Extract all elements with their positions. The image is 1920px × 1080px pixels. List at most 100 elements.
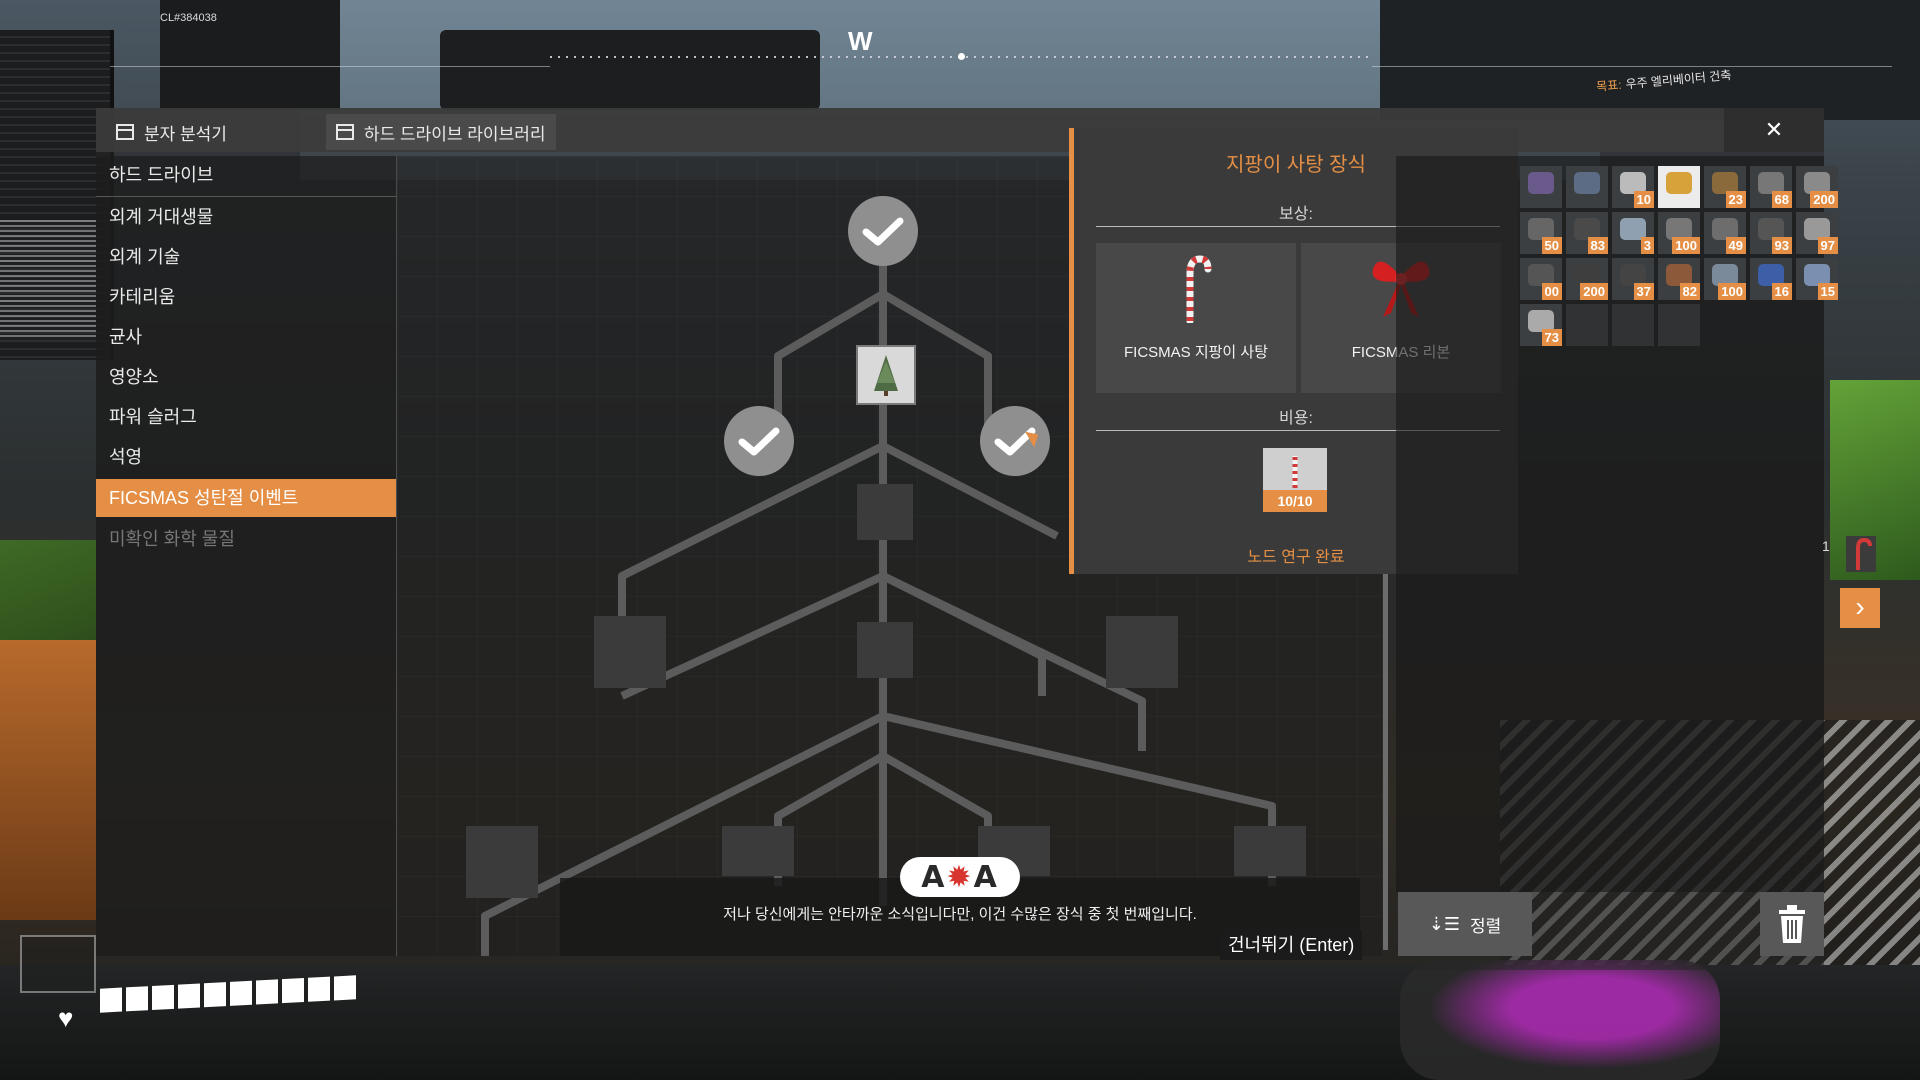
inventory-slot[interactable]: 82: [1658, 258, 1700, 300]
inventory-slot[interactable]: 73: [1520, 304, 1562, 346]
candy-cane-slot[interactable]: [1846, 536, 1876, 572]
tab-label: 분자 분석기: [144, 124, 227, 144]
sidebar-item-alien-technology[interactable]: 외계 기술: [109, 247, 181, 267]
inventory-slot[interactable]: 100: [1704, 258, 1746, 300]
divider: [396, 156, 397, 956]
sort-button[interactable]: ⇣☰ 정렬: [1398, 892, 1532, 956]
item-count: 100: [1672, 237, 1700, 254]
skip-button[interactable]: 건너뛰기 (Enter): [1220, 930, 1363, 960]
divider: [1096, 226, 1500, 227]
inventory-slot-empty[interactable]: [1612, 304, 1654, 346]
inventory-slot[interactable]: 200: [1566, 258, 1608, 300]
inventory-slot[interactable]: 50: [1520, 212, 1562, 254]
sidebar-item-power-slugs[interactable]: 파워 슬러그: [109, 407, 197, 427]
sidebar-item-nutrients[interactable]: 영양소: [109, 367, 159, 387]
page-indicator: 1: [1822, 538, 1830, 554]
tree-node-locked[interactable]: [594, 616, 666, 688]
checkmark-icon: [738, 427, 780, 456]
inventory-slot[interactable]: [1566, 166, 1608, 208]
item-count: 00: [1541, 283, 1562, 300]
bg-machine: [0, 640, 96, 920]
cost-label: 비용:: [1279, 410, 1313, 427]
tree-node-locked[interactable]: [1234, 826, 1306, 876]
inventory-slot[interactable]: 200: [1796, 166, 1838, 208]
reward-card: FICSMAS 지팡이 사탕: [1096, 243, 1296, 393]
inventory-slot[interactable]: 68: [1750, 166, 1792, 208]
sidebar-item-quartz[interactable]: 석영: [109, 447, 143, 467]
checkmark-icon: [994, 427, 1036, 456]
tree-connectors: [481, 206, 1276, 956]
inventory-slot[interactable]: 97: [1796, 212, 1838, 254]
hud-line: [1372, 66, 1892, 67]
item-icon: [1758, 218, 1784, 240]
inventory-slot[interactable]: 93: [1750, 212, 1792, 254]
tree-node-locked[interactable]: [857, 484, 913, 540]
item-icon: [1804, 218, 1830, 240]
item-count: 16: [1771, 283, 1792, 300]
cost-count: 10/10: [1263, 490, 1327, 512]
ada-logo: A✹A: [900, 857, 1020, 897]
sidebar-header: 하드 드라이브: [109, 165, 214, 185]
item-count: 200: [1580, 283, 1608, 300]
inventory-slot[interactable]: 49: [1704, 212, 1746, 254]
item-count: 68: [1771, 191, 1792, 208]
inventory-slot[interactable]: 16: [1750, 258, 1792, 300]
item-icon: [1666, 218, 1692, 240]
sidebar-item-mycelia[interactable]: 균사: [109, 327, 143, 347]
trash-button[interactable]: [1760, 892, 1824, 956]
divider: [96, 196, 396, 197]
tab-hard-drive-library[interactable]: 하드 드라이브 라이브러리: [326, 114, 556, 150]
item-count: 50: [1541, 237, 1562, 254]
candy-cane-icon: [1856, 537, 1872, 570]
inventory-slot[interactable]: [1658, 166, 1700, 208]
cost-item: 10/10: [1263, 448, 1327, 512]
inventory-slot[interactable]: 10: [1612, 166, 1654, 208]
inventory-slot-empty[interactable]: [1658, 304, 1700, 346]
inventory-slot[interactable]: 00: [1520, 258, 1562, 300]
health-segment: [308, 976, 330, 1002]
item-icon: [1528, 310, 1554, 332]
inventory-slot[interactable]: [1520, 166, 1562, 208]
research-status: 노드 연구 완료: [1247, 549, 1345, 566]
close-button[interactable]: ✕: [1724, 108, 1824, 152]
sort-icon: ⇣☰: [1428, 913, 1460, 934]
inventory-slot[interactable]: 15: [1796, 258, 1838, 300]
tree-node-right[interactable]: [980, 406, 1050, 476]
tab-label: 하드 드라이브 라이브러리: [364, 124, 546, 144]
node-title: 지팡이 사탕 장식: [1226, 154, 1366, 176]
tree-node-root[interactable]: [848, 196, 918, 266]
inventory-slot-empty[interactable]: [1566, 304, 1608, 346]
item-icon: [1574, 218, 1600, 240]
tree-node-left[interactable]: [724, 406, 794, 476]
inventory-slot[interactable]: 23: [1704, 166, 1746, 208]
inventory-slot[interactable]: 3: [1612, 212, 1654, 254]
item-icon: [1528, 172, 1554, 194]
item-count: 23: [1725, 191, 1746, 208]
sidebar-item-caterium[interactable]: 카테리움: [109, 287, 176, 307]
tree-node-locked[interactable]: [466, 826, 538, 898]
health-segment: [152, 984, 174, 1010]
inventory-slot[interactable]: 100: [1658, 212, 1700, 254]
tab-molecular-analyzer[interactable]: 분자 분석기: [106, 114, 237, 150]
item-icon: [1712, 264, 1738, 286]
next-page-button[interactable]: ›: [1840, 588, 1880, 628]
tree-node-christmas-tree[interactable]: [856, 345, 916, 405]
health-segment: [204, 982, 226, 1008]
candy-cane-item-icon: [1292, 456, 1298, 488]
compass-marker: [958, 53, 965, 60]
item-count: 3: [1640, 237, 1654, 254]
tree-node-locked[interactable]: [722, 826, 794, 876]
sidebar-item-unknown-chemicals: 미확인 화학 물질: [109, 529, 235, 549]
ada-letter: A: [921, 859, 947, 895]
sidebar-item-ficsmas[interactable]: FICSMAS 성탄절 이벤트: [96, 479, 396, 517]
tree-node-locked[interactable]: [857, 622, 913, 678]
tree-scrollbar[interactable]: [1383, 560, 1388, 950]
inventory-slot[interactable]: 83: [1566, 212, 1608, 254]
sidebar-item-alien-megafauna[interactable]: 외계 거대생물: [109, 207, 214, 227]
item-count: 97: [1817, 237, 1838, 254]
ada-dialog-text: 저나 당신에게는 안타까운 소식입니다만, 이건 수많은 장식 중 첫 번째입니…: [723, 906, 1197, 923]
tree-node-locked[interactable]: [1106, 616, 1178, 688]
item-count: 100: [1718, 283, 1746, 300]
health-segment: [230, 980, 252, 1006]
inventory-slot[interactable]: 37: [1612, 258, 1654, 300]
